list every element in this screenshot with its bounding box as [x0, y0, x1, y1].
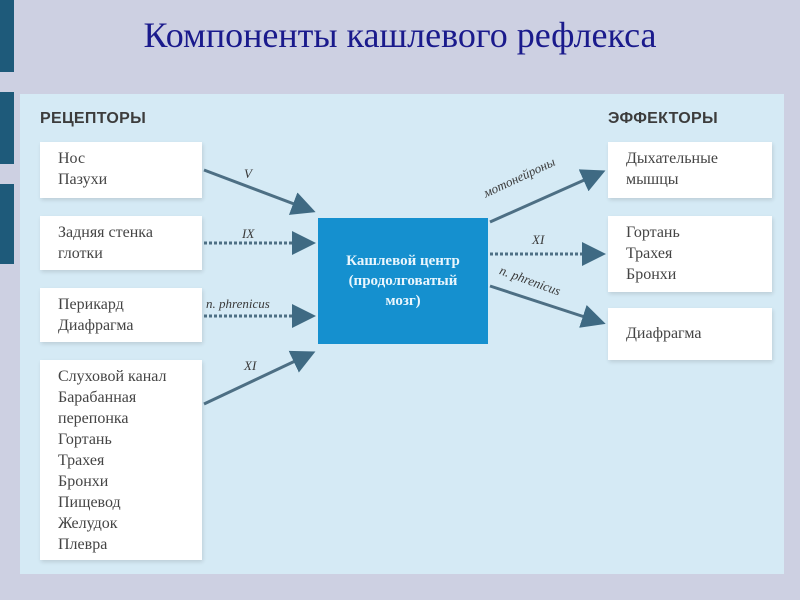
- receptor-item: Трахея: [58, 452, 105, 469]
- effector-box-airways: Гортань Трахея Бронхи: [608, 216, 772, 292]
- cough-center-line: Кашлевой центр: [346, 253, 460, 269]
- cough-center-box: Кашлевой центр (продолговатый мозг): [318, 218, 488, 344]
- arrow-motoneurons: [489, 169, 606, 224]
- effector-item: Диафрагма: [626, 325, 702, 342]
- nerve-label-xi-out: XI: [532, 232, 545, 247]
- arrow-phrenicus-out: [489, 284, 606, 328]
- cough-center-line: (продолговатый: [348, 273, 458, 289]
- receptor-box-nose: Нос Пазухи: [40, 142, 202, 198]
- nerve-label-ix: IX: [242, 226, 255, 241]
- effector-item: мышцы: [626, 171, 679, 188]
- receptor-item: Гортань: [58, 431, 112, 448]
- receptor-item: Диафрагма: [58, 317, 134, 334]
- effector-box-diaphragm: Диафрагма: [608, 308, 772, 360]
- receptor-item: Бронхи: [58, 473, 109, 490]
- accent-bar-bottom: [0, 184, 14, 264]
- receptors-heading: РЕЦЕПТОРЫ: [40, 110, 147, 127]
- receptor-item: Пазухи: [58, 171, 108, 188]
- receptor-item: Плевра: [58, 536, 108, 553]
- receptor-item: Задняя стенка: [58, 224, 153, 241]
- accent-bar-top: [0, 0, 14, 72]
- receptor-item: Барабанная: [58, 389, 137, 406]
- receptor-item: Перикард: [58, 296, 124, 313]
- receptor-box-pericardium: Перикард Диафрагма: [40, 288, 202, 342]
- effector-item: Дыхательные: [626, 150, 718, 167]
- arrow-v: [203, 168, 316, 215]
- receptor-box-pharynx: Задняя стенка глотки: [40, 216, 202, 270]
- accent-bar-middle: [0, 92, 14, 164]
- arrow-xi-in: [203, 350, 316, 406]
- nerve-label-phrenicus-in: n. phrenicus: [206, 296, 270, 311]
- receptor-item: глотки: [58, 245, 103, 262]
- effectors-heading: ЭФФЕКТОРЫ: [608, 110, 718, 127]
- effector-item: Гортань: [626, 224, 680, 241]
- nerve-label-xi-in: XI: [244, 358, 257, 373]
- nerve-label-v: V: [244, 166, 252, 181]
- receptor-item: Нос: [58, 150, 86, 167]
- slide-title: Компоненты кашлевого рефлекса: [143, 15, 657, 55]
- receptor-item: Желудок: [58, 515, 118, 532]
- receptor-box-ear-canal: Слуховой канал Барабанная перепонка Горт…: [40, 360, 202, 560]
- effector-item: Бронхи: [626, 266, 677, 283]
- receptor-item: Пищевод: [58, 494, 121, 511]
- cough-center-line: мозг): [385, 293, 421, 309]
- receptor-item: перепонка: [58, 410, 129, 427]
- receptor-item: Слуховой канал: [58, 368, 167, 385]
- effector-item: Трахея: [626, 245, 673, 262]
- effector-box-respiratory-muscles: Дыхательные мышцы: [608, 142, 772, 198]
